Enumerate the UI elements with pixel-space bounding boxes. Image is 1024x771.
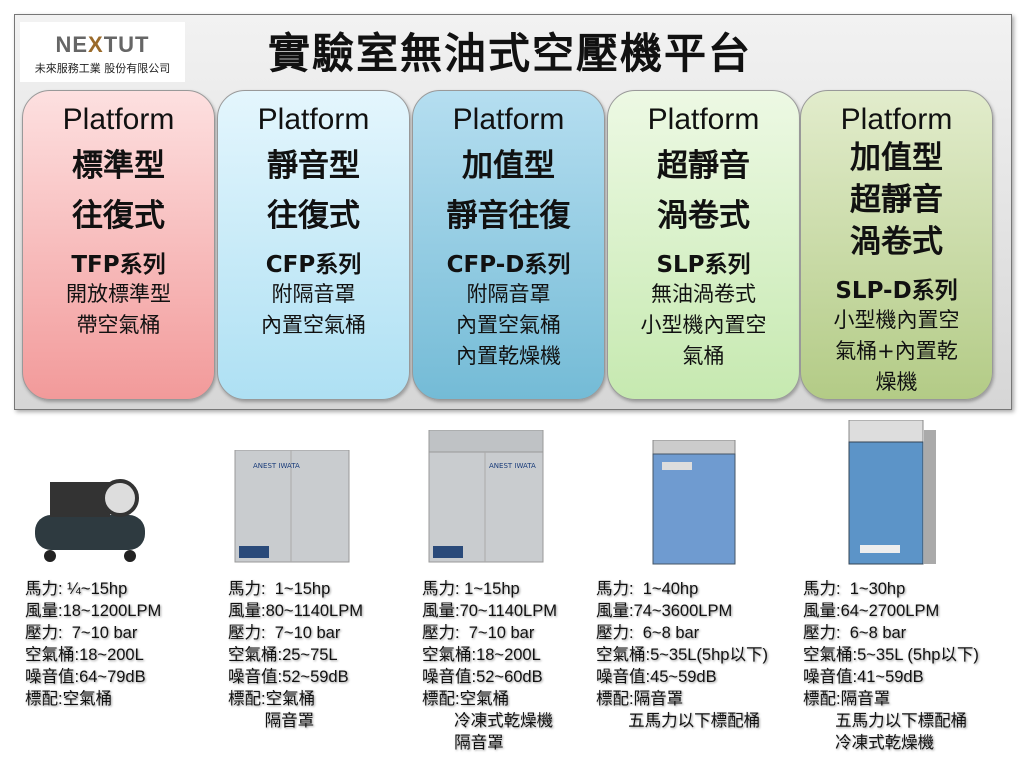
- platform-type: 靜音型: [267, 148, 360, 184]
- spec-line: 冷凍式乾燥機: [422, 712, 554, 730]
- spec-line: 壓力: 7~10 bar: [422, 624, 535, 642]
- spec-line: 隔音罩: [228, 712, 315, 730]
- platform-series: CFP系列: [265, 252, 362, 278]
- platform-type: 標準型: [72, 148, 165, 184]
- platform-type: 超靜音: [850, 182, 943, 218]
- spec-list-2: 馬力: 1~15hp 風量:80~1140LPM 壓力: 7~10 bar 空氣桶:2…: [228, 578, 363, 732]
- spec-line: 壓力: 7~10 bar: [228, 624, 341, 642]
- platform-label: Platform: [647, 103, 760, 136]
- platform-series: SLP系列: [656, 252, 751, 278]
- spec-line: 空氣桶:18~200L: [25, 646, 144, 664]
- spec-line: 噪音值:64~79dB: [25, 668, 146, 686]
- logo-brand: NEXTUT: [55, 32, 150, 57]
- platform-type: 靜音往復: [446, 198, 571, 234]
- tfp-compressor-image: [35, 479, 145, 562]
- platform-desc: 開放標準型: [66, 282, 171, 306]
- platform-desc: 內置乾燥機: [456, 344, 561, 368]
- platform-desc: 附隔音罩: [271, 282, 356, 306]
- spec-line: 壓力: 6~8 bar: [596, 624, 700, 642]
- spec-line: 標配:隔音罩: [596, 690, 684, 708]
- spec-line: 壓力: 6~8 bar: [803, 624, 907, 642]
- slp-compressor-image: [652, 440, 736, 565]
- cfp-compressor-image: ANEST IWATA: [234, 450, 350, 563]
- platform-label: Platform: [452, 103, 565, 136]
- platform-type: 往復式: [72, 198, 165, 234]
- platform-type: 往復式: [267, 198, 360, 234]
- platform-desc: 帶空氣桶: [76, 313, 161, 337]
- spec-line: 風量:74~3600LPM: [596, 602, 733, 620]
- platform-series: TFP系列: [71, 252, 166, 278]
- slp-d-compressor-image: [848, 420, 936, 565]
- spec-line: 噪音值:41~59dB: [803, 668, 924, 686]
- spec-line: 馬力: ¼~15hp: [25, 580, 128, 598]
- spec-line: 馬力: 1~30hp: [803, 580, 906, 598]
- cfp-d-compressor-image: ANEST IWATA: [428, 430, 544, 563]
- spec-list-5: 馬力: 1~30hp 風量:64~2700LPM 壓力: 6~8 bar 空氣桶:5~…: [803, 578, 979, 754]
- spec-line: 冷凍式乾燥機: [803, 734, 935, 752]
- spec-line: 風量:18~1200LPM: [25, 602, 162, 620]
- platform-desc: 氣桶: [682, 344, 725, 368]
- platform-label: Platform: [840, 103, 953, 136]
- platform-desc: 燥機: [875, 370, 918, 394]
- platform-type: 加值型: [462, 148, 555, 184]
- platform-desc: 內置空氣桶: [261, 313, 366, 337]
- spec-line: 隔音罩: [422, 734, 504, 752]
- platform-card-3: Platform 加值型靜音往復 CFP-D系列 附隔音罩內置空氣桶內置乾燥機: [412, 90, 605, 400]
- spec-line: 馬力: 1~15hp: [422, 580, 520, 598]
- spec-line: 空氣桶:25~75L: [228, 646, 338, 664]
- spec-line: 噪音值:52~59dB: [228, 668, 349, 686]
- spec-line: 標配:空氣桶: [422, 690, 510, 708]
- platform-series: CFP-D系列: [446, 252, 571, 278]
- platform-type: 超靜音: [657, 148, 750, 184]
- spec-line: 風量:64~2700LPM: [803, 602, 940, 620]
- platform-card-1: Platform 標準型往復式 TFP系列 開放標準型帶空氣桶: [22, 90, 215, 400]
- platform-label: Platform: [62, 103, 175, 136]
- platform-card-2: Platform 靜音型往復式 CFP系列 附隔音罩內置空氣桶: [217, 90, 410, 400]
- platform-type: 渦卷式: [850, 224, 943, 260]
- spec-line: 空氣桶:5~35L(5hp以下): [596, 646, 768, 664]
- company-logo: NEXTUT 未來服務工業 股份有限公司: [20, 22, 185, 82]
- spec-list-1: 馬力: ¼~15hp 風量:18~1200LPM 壓力: 7~10 bar 空氣桶:1…: [25, 578, 161, 710]
- spec-line: 噪音值:45~59dB: [596, 668, 717, 686]
- spec-line: 標配:空氣桶: [228, 690, 316, 708]
- platform-desc: 無油渦卷式: [651, 282, 756, 306]
- spec-list-3: 馬力: 1~15hp 風量:70~1140LPM 壓力: 7~10 bar 空氣桶:1…: [422, 578, 557, 754]
- platform-card-5: Platform 加值型超靜音渦卷式 SLP-D系列 小型機內置空氣桶+內置乾燥…: [800, 90, 993, 400]
- spec-line: 噪音值:52~60dB: [422, 668, 543, 686]
- spec-line: 五馬力以下標配桶: [596, 712, 761, 730]
- svg-text:ANEST IWATA: ANEST IWATA: [489, 462, 536, 470]
- spec-line: 馬力: 1~40hp: [596, 580, 699, 598]
- platform-card-4: Platform 超靜音渦卷式 SLP系列 無油渦卷式小型機內置空氣桶: [607, 90, 800, 400]
- logo-company: 未來服務工業 股份有限公司: [34, 62, 171, 75]
- platform-desc: 附隔音罩: [466, 282, 551, 306]
- spec-line: 五馬力以下標配桶: [803, 712, 968, 730]
- spec-line: 風量:80~1140LPM: [228, 602, 363, 620]
- svg-text:ANEST IWATA: ANEST IWATA: [253, 462, 300, 470]
- platform-desc: 氣桶+內置乾: [835, 339, 958, 363]
- spec-line: 馬力: 1~15hp: [228, 580, 331, 598]
- platform-type: 加值型: [850, 140, 943, 176]
- platform-desc: 小型機內置空: [640, 313, 767, 337]
- platform-desc: 內置空氣桶: [456, 313, 561, 337]
- spec-line: 壓力: 7~10 bar: [25, 624, 138, 642]
- spec-list-4: 馬力: 1~40hp 風量:74~3600LPM 壓力: 6~8 bar 空氣桶:5~…: [596, 578, 768, 732]
- platform-type: 渦卷式: [657, 198, 750, 234]
- spec-line: 標配:空氣桶: [25, 690, 113, 708]
- page-title: 實驗室無油式空壓機平台: [267, 29, 752, 78]
- platform-desc: 小型機內置空: [833, 308, 960, 332]
- spec-line: 標配:隔音罩: [803, 690, 891, 708]
- platform-series: SLP-D系列: [835, 278, 958, 304]
- platform-label: Platform: [257, 103, 370, 136]
- spec-line: 風量:70~1140LPM: [422, 602, 557, 620]
- spec-line: 空氣桶:18~200L: [422, 646, 541, 664]
- spec-line: 空氣桶:5~35L (5hp以下): [803, 646, 979, 664]
